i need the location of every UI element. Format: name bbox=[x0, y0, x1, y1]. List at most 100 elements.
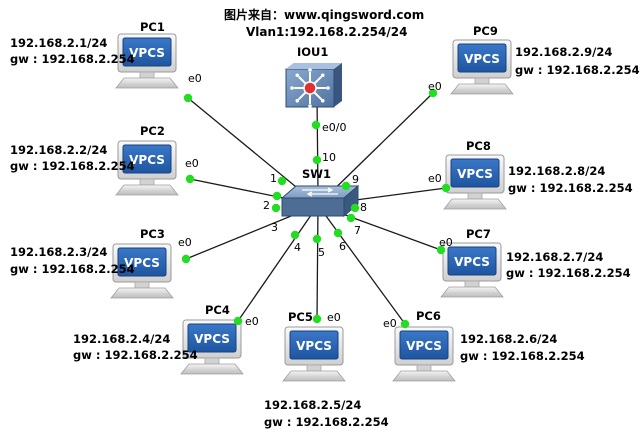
monitor-neck bbox=[464, 280, 480, 288]
port-dot bbox=[272, 191, 282, 201]
router-arrow-tip bbox=[308, 104, 312, 108]
vpcs-pc5-icon: VPCS bbox=[282, 326, 346, 382]
port-dots-layer bbox=[181, 88, 451, 329]
pc3-port: e0 bbox=[178, 236, 192, 249]
monitor-base bbox=[115, 77, 179, 89]
monitor-neck bbox=[416, 364, 432, 372]
port-dot bbox=[441, 183, 451, 193]
vpcs-pc4-icon: VPCS bbox=[180, 319, 244, 375]
vpcs-pc7-icon: VPCS bbox=[440, 242, 504, 298]
port-dot bbox=[350, 203, 360, 213]
monitor-base bbox=[180, 363, 244, 375]
pc2-name: PC2 bbox=[140, 124, 165, 138]
router-arrow-tip bbox=[290, 86, 294, 90]
vlan-address: Vlan1:192.168.2.254/24 bbox=[246, 25, 408, 39]
monitor-screen bbox=[117, 247, 167, 277]
pc9-gw: gw : 192.168.2.254 bbox=[515, 63, 640, 77]
monitor-neck bbox=[467, 192, 483, 200]
pc4-gw: gw : 192.168.2.254 bbox=[73, 348, 198, 362]
monitor-screen-text: VPCS bbox=[464, 52, 500, 66]
switch-arrow bbox=[302, 187, 334, 193]
monitor-screen-text: VPCS bbox=[406, 339, 442, 353]
port-dot bbox=[290, 230, 300, 240]
router-port-label: e0/0 bbox=[322, 121, 347, 134]
monitor-neck bbox=[306, 364, 322, 372]
monitor-screen-text: VPCS bbox=[129, 153, 165, 167]
switch-port-3: 3 bbox=[271, 221, 278, 234]
vpcs-pc6-icon: VPCS bbox=[392, 326, 456, 382]
monitor-neck bbox=[134, 281, 150, 289]
pc2-gw: gw : 192.168.2.254 bbox=[10, 159, 135, 173]
port-dot bbox=[436, 245, 446, 255]
nodes-layer: VPCS VPCS VPCS VPCS VPCS VPCS VPCS VPCS VPCS bbox=[110, 33, 514, 382]
monitor-screen bbox=[187, 323, 237, 353]
pc2-port: e0 bbox=[185, 157, 199, 170]
monitor-base bbox=[450, 83, 514, 95]
port-dot bbox=[333, 228, 343, 238]
pc1-name: PC1 bbox=[140, 20, 165, 34]
pc3-gw: gw : 192.168.2.254 bbox=[10, 262, 135, 276]
switch-port-10: 10 bbox=[322, 151, 336, 164]
router-center bbox=[303, 81, 317, 95]
router-arrow-tip bbox=[320, 73, 325, 78]
monitor-screen bbox=[289, 330, 339, 360]
router-arrow-tip bbox=[295, 73, 300, 78]
pc8-ip: 192.168.2.8/24 bbox=[508, 164, 606, 178]
switch-arrow bbox=[306, 191, 338, 197]
pc8-gw: gw : 192.168.2.254 bbox=[508, 181, 633, 195]
pc9-name: PC9 bbox=[473, 24, 498, 38]
monitor-base bbox=[440, 286, 504, 298]
vpcs-pc1-icon: VPCS bbox=[115, 33, 179, 89]
port-dot bbox=[185, 174, 195, 184]
link-pc5 bbox=[316, 204, 319, 320]
source-credit: 图片来自：www.qingsword.com bbox=[224, 8, 425, 22]
monitor-neck bbox=[139, 178, 155, 186]
port-dot bbox=[312, 314, 322, 324]
port-dot bbox=[271, 203, 281, 213]
switch-port-7: 7 bbox=[354, 224, 361, 237]
switch-side bbox=[343, 184, 359, 218]
pc4-ip: 192.168.2.4/24 bbox=[73, 332, 171, 346]
pc5-gw: gw : 192.168.2.254 bbox=[264, 415, 389, 429]
pc3-name: PC3 bbox=[140, 227, 165, 241]
monitor-screen-text: VPCS bbox=[457, 167, 493, 181]
link-pc6 bbox=[317, 204, 406, 325]
monitor-screen-text: VPCS bbox=[194, 332, 230, 346]
port-dot bbox=[341, 181, 351, 191]
pc8-name: PC8 bbox=[466, 139, 491, 153]
switch-name: SW1 bbox=[302, 167, 331, 181]
link-pc4 bbox=[237, 204, 319, 322]
monitor-screen bbox=[399, 330, 449, 360]
pc3-ip: 192.168.2.3/24 bbox=[10, 245, 108, 259]
pc1-gw: gw : 192.168.2.254 bbox=[10, 52, 135, 66]
pc6-ip: 192.168.2.6/24 bbox=[460, 332, 558, 346]
pc9-ip: 192.168.2.9/24 bbox=[515, 45, 613, 59]
router-arrow-tip bbox=[326, 86, 330, 90]
port-dot bbox=[346, 213, 356, 223]
switch-port-9: 9 bbox=[352, 173, 359, 186]
switch-port-2: 2 bbox=[263, 199, 270, 212]
switch-icon bbox=[280, 184, 360, 218]
monitor-screen bbox=[457, 43, 507, 73]
pc2-ip: 192.168.2.2/24 bbox=[10, 143, 108, 157]
monitor-screen-text: VPCS bbox=[124, 256, 160, 270]
pc5-ip: 192.168.2.5/24 bbox=[264, 398, 362, 412]
router-arrow-tip bbox=[320, 98, 325, 103]
switch-port-6: 6 bbox=[339, 240, 346, 253]
pc1-port: e0 bbox=[188, 72, 202, 85]
monitor-neck bbox=[139, 71, 155, 79]
port-dot bbox=[311, 120, 321, 130]
pc7-ip: 192.168.2.7/24 bbox=[506, 250, 604, 264]
pc5-name: PC5 bbox=[288, 310, 313, 324]
pc4-name: PC4 bbox=[205, 303, 230, 317]
monitor-base bbox=[282, 370, 346, 382]
pc6-port: e0 bbox=[383, 317, 397, 330]
monitor-screen bbox=[122, 144, 172, 174]
pc7-gw: gw : 192.168.2.254 bbox=[506, 266, 631, 280]
port-dot bbox=[277, 176, 287, 186]
router-arrow-tip bbox=[295, 98, 300, 103]
monitor-neck bbox=[204, 357, 220, 365]
pc7-port: e0 bbox=[439, 236, 453, 249]
monitor-screen bbox=[447, 246, 497, 276]
pc5-port: e0 bbox=[327, 311, 341, 324]
